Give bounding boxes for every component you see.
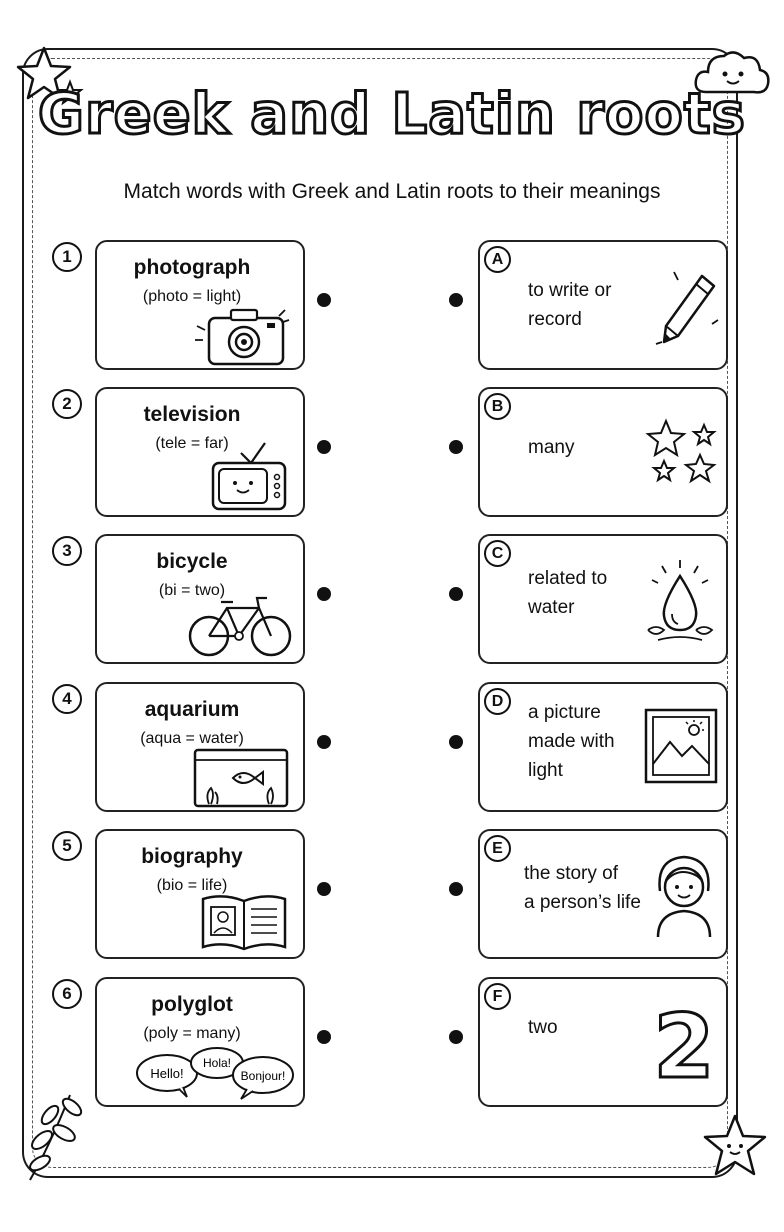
number-two-icon: 2	[652, 994, 716, 1100]
pencil-icon	[655, 271, 719, 345]
match-dot-right-f[interactable]	[449, 1030, 463, 1044]
match-dot-left-6[interactable]	[317, 1030, 331, 1044]
root-label: (bi = two)	[158, 582, 226, 599]
meaning-text: many	[528, 437, 575, 458]
leaf-corner-icon	[29, 1094, 83, 1181]
bicycle-icon	[188, 596, 292, 657]
meaning-text: two	[528, 1017, 558, 1038]
word-label: polyglot	[151, 993, 233, 1016]
book-icon	[201, 895, 287, 951]
word-number: 2	[52, 389, 82, 419]
smiling-star-corner-icon	[703, 1114, 767, 1176]
match-dot-right-c[interactable]	[449, 587, 463, 601]
match-dot-right-d[interactable]	[449, 735, 463, 749]
camera-icon	[195, 308, 290, 366]
match-dot-right-b[interactable]	[449, 440, 463, 454]
bubble-text: Hello!	[150, 1066, 183, 1081]
word-card-photograph: photograph (photo = light)	[95, 240, 305, 370]
meaning-letter: B	[484, 393, 511, 420]
aquarium-icon	[193, 748, 289, 808]
bubble-text: Hola!	[203, 1056, 231, 1070]
word-number: 6	[52, 979, 82, 1009]
meaning-card-a: A to write or record	[478, 240, 728, 370]
word-label: television	[143, 403, 241, 426]
root-label: (poly = many)	[143, 1025, 241, 1042]
tv-icon	[211, 442, 287, 511]
meaning-text: related to water	[528, 568, 608, 618]
match-dot-left-5[interactable]	[317, 882, 331, 896]
word-card-polyglot: polyglot (poly = many) Hello! Hola! Bonj…	[95, 977, 305, 1107]
meaning-letter: D	[484, 688, 511, 715]
word-number: 4	[52, 684, 82, 714]
word-card-bicycle: bicycle (bi = two)	[95, 534, 305, 664]
word-number: 3	[52, 536, 82, 566]
match-dot-right-e[interactable]	[449, 882, 463, 896]
star-corner-icon	[16, 46, 84, 106]
page-border	[22, 48, 738, 1178]
number-two-glyph: 2	[653, 995, 714, 1098]
word-label: aquarium	[144, 698, 240, 721]
stars-icon	[645, 418, 717, 484]
word-label: biography	[141, 845, 243, 868]
word-card-aquarium: aquarium (aqua = water)	[95, 682, 305, 812]
meaning-card-f: F two 2	[478, 977, 728, 1107]
meaning-text: to write or record	[528, 280, 612, 330]
root-label: (bio = life)	[156, 877, 228, 894]
meaning-card-d: D a picture made with light	[478, 682, 728, 812]
speech-bubbles-icon: Hello! Hola! Bonjour!	[136, 1047, 294, 1100]
water-drop-icon	[647, 560, 714, 641]
match-dot-left-1[interactable]	[317, 293, 331, 307]
meaning-letter: A	[484, 246, 511, 273]
meaning-letter: C	[484, 540, 511, 567]
person-icon	[656, 855, 712, 938]
root-label: (aqua = water)	[140, 730, 244, 747]
meaning-letter: F	[484, 983, 511, 1010]
root-label: (photo = light)	[142, 288, 242, 305]
match-dot-left-3[interactable]	[317, 587, 331, 601]
root-label: (tele = far)	[155, 435, 229, 452]
word-label: photograph	[133, 256, 251, 279]
meaning-letter: E	[484, 835, 511, 862]
match-dot-left-2[interactable]	[317, 440, 331, 454]
meaning-card-c: C related to water	[478, 534, 728, 664]
bubble-text: Bonjour!	[241, 1069, 286, 1083]
match-dot-right-a[interactable]	[449, 293, 463, 307]
word-card-television: television (tele = far)	[95, 387, 305, 517]
picture-icon	[644, 708, 718, 784]
meaning-card-b: B many	[478, 387, 728, 517]
page-title: Greek and Latin roots	[37, 81, 747, 149]
word-label: bicycle	[156, 550, 228, 573]
match-dot-left-4[interactable]	[317, 735, 331, 749]
word-number: 1	[52, 242, 82, 272]
meaning-text: the story of a person’s life	[524, 863, 641, 913]
meaning-card-e: E the story of a person’s life	[478, 829, 728, 959]
word-number: 5	[52, 831, 82, 861]
word-card-biography: biography (bio = life)	[95, 829, 305, 959]
meaning-text: a picture made with light	[528, 702, 615, 781]
instructions: Match words with Greek and Latin roots t…	[123, 180, 661, 203]
cloud-corner-icon	[694, 51, 770, 94]
